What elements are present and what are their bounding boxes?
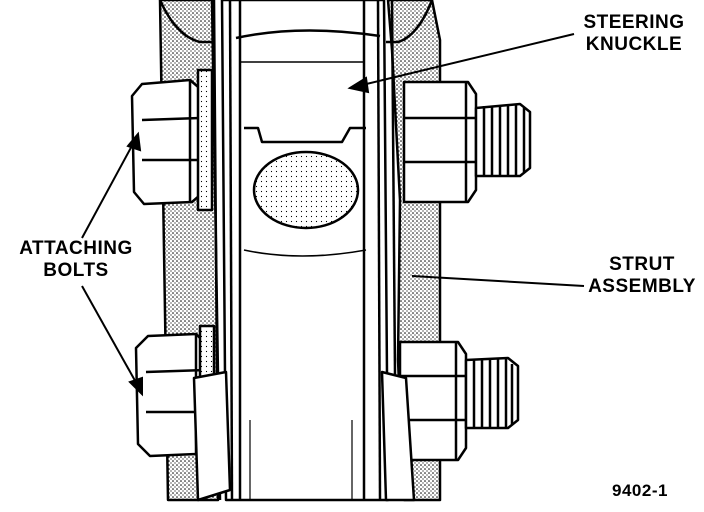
attaching-bolts-lower-arrowhead	[128, 376, 143, 397]
strut-assembly-leader	[411, 275, 585, 287]
upper-nut	[402, 80, 478, 204]
attaching-bolts-upper-leader	[81, 141, 135, 239]
strut-assembly-label-line1: STRUT	[609, 254, 675, 275]
lower-nut	[398, 340, 468, 462]
strut-assembly-label-line2: ASSEMBLY	[588, 276, 696, 297]
lower-bolt-threads	[464, 356, 520, 430]
strut-assembly-label: STRUT ASSEMBLY	[584, 254, 700, 298]
attaching-bolts-label: ATTACHING BOLTS	[6, 238, 146, 282]
upper-bolt-head	[130, 68, 214, 212]
strut-shell-lines	[158, 0, 434, 501]
steering-knuckle-arrowhead	[347, 76, 370, 94]
steering-knuckle-label-line2: KNUCKLE	[585, 34, 683, 55]
figure-number: 9402-1	[612, 481, 668, 500]
steering-knuckle-body	[220, 0, 390, 502]
steering-knuckle-leader	[357, 33, 575, 87]
attaching-bolts-lower-leader	[81, 285, 139, 387]
attaching-bolts-upper-arrowhead	[126, 131, 142, 152]
steering-knuckle-label-line1: STEERING	[583, 12, 685, 33]
leader-lines	[81, 33, 585, 397]
attaching-bolts-label-line1: ATTACHING	[19, 238, 133, 259]
steering-knuckle-label: STEERING KNUCKLE	[572, 12, 696, 56]
lower-knuckle-flanges	[192, 370, 416, 502]
knuckle-oval-boss	[252, 150, 360, 230]
attaching-bolts-label-line2: BOLTS	[43, 260, 109, 281]
upper-bolt-threads	[474, 102, 532, 178]
